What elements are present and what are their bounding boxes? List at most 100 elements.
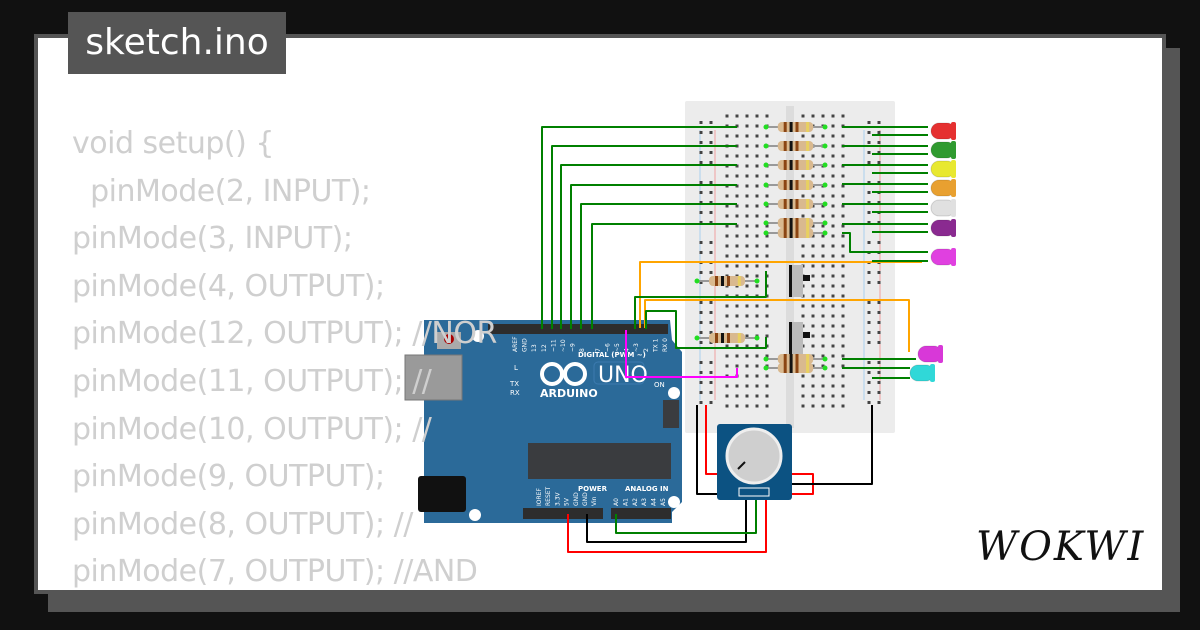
analog-pin-label: A5: [660, 498, 667, 506]
slide-switch[interactable]: [789, 265, 810, 297]
led-rim: [951, 219, 956, 237]
breadboard-hole: [755, 324, 759, 328]
signal-wire: [645, 310, 767, 349]
resistor[interactable]: [763, 354, 828, 364]
breadboard-hole: [801, 114, 805, 118]
led-rim: [951, 141, 956, 159]
resistor[interactable]: [763, 122, 828, 132]
resistor[interactable]: [763, 228, 828, 238]
led-rim: [951, 160, 956, 178]
breadboard-hole: [811, 234, 815, 238]
breadboard-hole: [811, 294, 815, 298]
breadboard-hole: [765, 374, 769, 378]
resistor-band: [806, 122, 810, 132]
led[interactable]: [930, 248, 956, 266]
breadboard-hole: [801, 194, 805, 198]
breadboard-hole: [811, 404, 815, 408]
rail-hole: [709, 401, 713, 404]
resistor[interactable]: [763, 180, 828, 190]
pin-dot: [822, 162, 828, 168]
pin-dot: [763, 356, 769, 362]
rail-hole: [699, 271, 703, 274]
led-rim: [951, 248, 956, 266]
breadboard-hole: [745, 264, 749, 268]
breadboard-hole: [745, 184, 749, 188]
breadboard-hole: [841, 274, 845, 278]
led[interactable]: [930, 160, 956, 178]
resistor-band: [806, 199, 810, 209]
breadboard-hole: [841, 154, 845, 158]
digital-header: [488, 324, 668, 334]
breadboard-hole: [745, 114, 749, 118]
potentiometer-knob[interactable]: [725, 427, 783, 485]
breadboard-hole: [745, 254, 749, 258]
arduino-uno[interactable]: ARDUINO UNO DIGITAL (PWM ~) ON L TX RX P…: [404, 320, 682, 523]
resistor[interactable]: [763, 141, 828, 151]
resistor-band: [727, 333, 730, 343]
breadboard-hole: [765, 174, 769, 178]
pin-dot: [763, 230, 769, 236]
led[interactable]: [930, 141, 956, 159]
rail-hole: [877, 341, 881, 344]
resistor[interactable]: [763, 160, 828, 170]
breadboard-hole: [811, 254, 815, 258]
breadboard-hole: [725, 264, 729, 268]
breadboard-hole: [841, 174, 845, 178]
reset-button-cap[interactable]: [444, 334, 454, 344]
rail-hole: [709, 391, 713, 394]
led[interactable]: [930, 122, 956, 140]
resistor[interactable]: [763, 199, 828, 209]
breadboard-hole: [745, 224, 749, 228]
rail-hole: [877, 121, 881, 124]
breadboard-hole: [735, 234, 739, 238]
breadboard-hole: [841, 204, 845, 208]
led[interactable]: [930, 179, 956, 197]
potentiometer[interactable]: [717, 424, 792, 500]
power-pin-label: GND: [582, 492, 589, 506]
breadboard-hole: [735, 344, 739, 348]
pin-dot: [763, 124, 769, 130]
breadboard-hole: [811, 394, 815, 398]
breadboard-hole: [811, 284, 815, 288]
analog-label: ANALOG IN: [625, 485, 669, 493]
breadboard-hole: [821, 324, 825, 328]
file-tab[interactable]: sketch.ino: [68, 12, 286, 74]
breadboard-hole: [735, 394, 739, 398]
mount-hole: [469, 509, 481, 521]
led[interactable]: [930, 199, 956, 217]
breadboard-hole: [841, 284, 845, 288]
breadboard-hole: [831, 124, 835, 128]
breadboard-hole: [765, 234, 769, 238]
resistor[interactable]: [694, 333, 760, 343]
breadboard-hole: [831, 304, 835, 308]
slide-switch[interactable]: [789, 322, 810, 354]
rail-hole: [699, 301, 703, 304]
power-pin-label: 5V: [564, 497, 571, 506]
breadboard-hole: [831, 114, 835, 118]
power-pin-label: Vin: [591, 496, 598, 506]
led[interactable]: [917, 345, 943, 363]
breadboard-hole: [735, 114, 739, 118]
breadboard-hole: [811, 244, 815, 248]
breadboard-hole: [755, 284, 759, 288]
resistor-band: [789, 141, 793, 151]
model-badge: [593, 361, 645, 385]
breadboard-hole: [735, 324, 739, 328]
breadboard-hole: [765, 154, 769, 158]
breadboard-hole: [765, 114, 769, 118]
resistor[interactable]: [763, 218, 828, 228]
resistor[interactable]: [694, 276, 760, 286]
led[interactable]: [909, 364, 935, 382]
digital-pin-label: GND: [522, 338, 529, 352]
resistor-band: [789, 218, 793, 228]
led[interactable]: [930, 219, 956, 237]
breadboard-hole: [831, 364, 835, 368]
resistor[interactable]: [763, 363, 828, 373]
pin-dot: [754, 278, 760, 284]
breadboard-hole: [831, 184, 835, 188]
rail-hole: [709, 191, 713, 194]
breadboard-hole: [811, 374, 815, 378]
rail-hole: [877, 131, 881, 134]
rail-hole: [699, 201, 703, 204]
breadboard-hole: [745, 394, 749, 398]
